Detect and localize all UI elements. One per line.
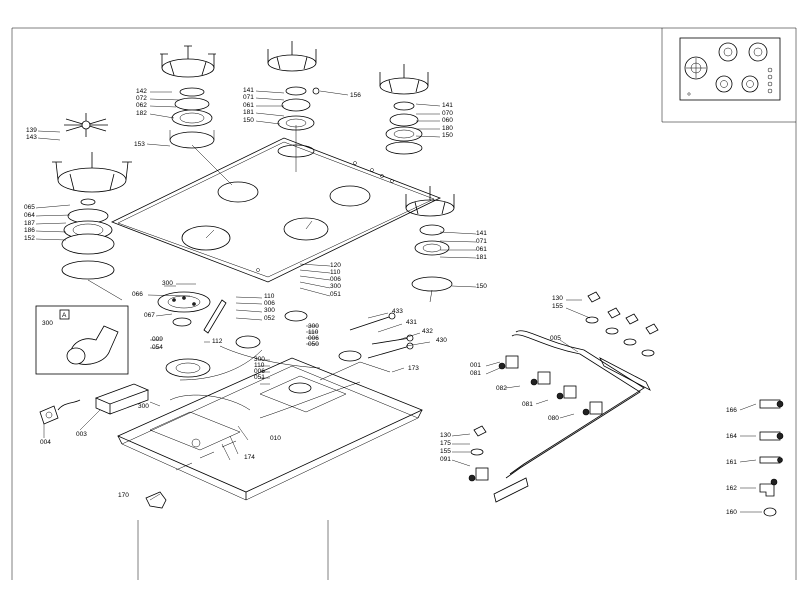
part-label: 433 <box>392 308 403 315</box>
part-label: 166 <box>726 407 737 414</box>
part-label: 010 <box>270 435 281 442</box>
part-label: 155 <box>440 448 451 455</box>
part-label: 067 <box>144 312 155 319</box>
part-label: 300 <box>254 356 265 363</box>
part-label: 065 <box>24 204 35 211</box>
part-label: 141 <box>442 102 453 109</box>
part-label: 050 <box>308 341 319 348</box>
part-label: 001 <box>470 362 481 369</box>
part-label: 062 <box>136 102 147 109</box>
part-label: 143 <box>26 134 37 141</box>
part-number-labels: 1420720621821531391430650641871861521410… <box>24 87 737 516</box>
part-label: 110 <box>264 293 275 300</box>
part-label: 153 <box>134 141 145 148</box>
part-label: 156 <box>350 92 361 99</box>
part-label: 139 <box>26 127 37 134</box>
part-label: 180 <box>442 125 453 132</box>
part-label: 182 <box>136 110 147 117</box>
part-label: 181 <box>476 254 487 261</box>
part-label: 150 <box>476 283 487 290</box>
part-label: 054 <box>152 344 163 351</box>
small-parts <box>39 383 167 509</box>
part-label: 300 <box>138 403 149 410</box>
part-label: 061 <box>243 102 254 109</box>
part-label: 300 <box>330 283 341 290</box>
part-label: 431 <box>406 319 417 326</box>
part-label: 187 <box>24 220 35 227</box>
part-label: 110 <box>330 269 341 276</box>
part-label: 300 <box>308 323 319 330</box>
part-label: 181 <box>243 109 254 116</box>
part-label: 110 <box>308 329 319 336</box>
pan-supports <box>52 41 455 217</box>
part-label: 152 <box>24 235 35 242</box>
part-label: 150 <box>243 117 254 124</box>
part-label: 142 <box>136 88 147 95</box>
part-label: 161 <box>726 459 737 466</box>
part-label: 430 <box>436 337 447 344</box>
part-label: 160 <box>726 509 737 516</box>
part-label: 061 <box>476 246 487 253</box>
part-label: 066 <box>132 291 143 298</box>
leader-lines <box>35 90 762 513</box>
part-label: 130 <box>440 432 451 439</box>
part-label: 141 <box>476 230 487 237</box>
part-label: 186 <box>24 227 35 234</box>
part-label: 060 <box>442 117 453 124</box>
part-label: 175 <box>440 440 451 447</box>
part-label: 006 <box>330 276 341 283</box>
part-label: 164 <box>726 433 737 440</box>
part-label: 081 <box>470 370 481 377</box>
part-label: 082 <box>496 385 507 392</box>
control-knobs <box>470 291 659 456</box>
part-label: 071 <box>476 238 487 245</box>
part-label: 051 <box>254 374 265 381</box>
part-label: 150 <box>442 132 453 139</box>
connector-fittings <box>759 399 784 517</box>
part-label: 432 <box>422 328 433 335</box>
chassis-tray <box>117 345 424 501</box>
part-label: 003 <box>76 431 87 438</box>
gas-valves <box>157 291 414 394</box>
part-label: 120 <box>330 262 341 269</box>
part-label: 110 <box>254 362 265 369</box>
inset-detail-box <box>35 305 129 375</box>
part-label: 300 <box>162 280 173 287</box>
glass-top-plate <box>110 137 442 283</box>
part-label: 071 <box>243 94 254 101</box>
part-label: 130 <box>552 295 563 302</box>
part-label: 009 <box>152 336 163 343</box>
part-label: 006 <box>254 368 265 375</box>
part-label: 155 <box>552 303 563 310</box>
part-label: 006 <box>264 300 275 307</box>
burner-stacks <box>61 86 453 292</box>
part-label: 162 <box>726 485 737 492</box>
part-label: 112 <box>212 338 223 345</box>
inset-letter: A <box>62 312 67 319</box>
inset-part-number: 300 <box>42 320 53 327</box>
part-label: 051 <box>330 291 341 298</box>
part-label: 170 <box>118 492 129 499</box>
part-label: 174 <box>244 454 255 461</box>
part-label: 064 <box>24 212 35 219</box>
part-label: 005 <box>550 335 561 342</box>
hob-thumbnail <box>679 37 781 101</box>
gas-manifold <box>468 330 651 503</box>
part-label: 052 <box>264 315 275 322</box>
part-label: 091 <box>440 456 451 463</box>
part-label: 081 <box>522 401 533 408</box>
part-label: 070 <box>442 110 453 117</box>
part-label: 141 <box>243 87 254 94</box>
alignment-lines <box>87 125 433 303</box>
frame-border <box>11 27 797 580</box>
part-label: 006 <box>308 335 319 342</box>
part-label: 004 <box>40 439 51 446</box>
part-label: 080 <box>548 415 559 422</box>
part-label: 300 <box>264 307 275 314</box>
part-label: 072 <box>136 95 147 102</box>
part-label: 173 <box>408 365 419 372</box>
